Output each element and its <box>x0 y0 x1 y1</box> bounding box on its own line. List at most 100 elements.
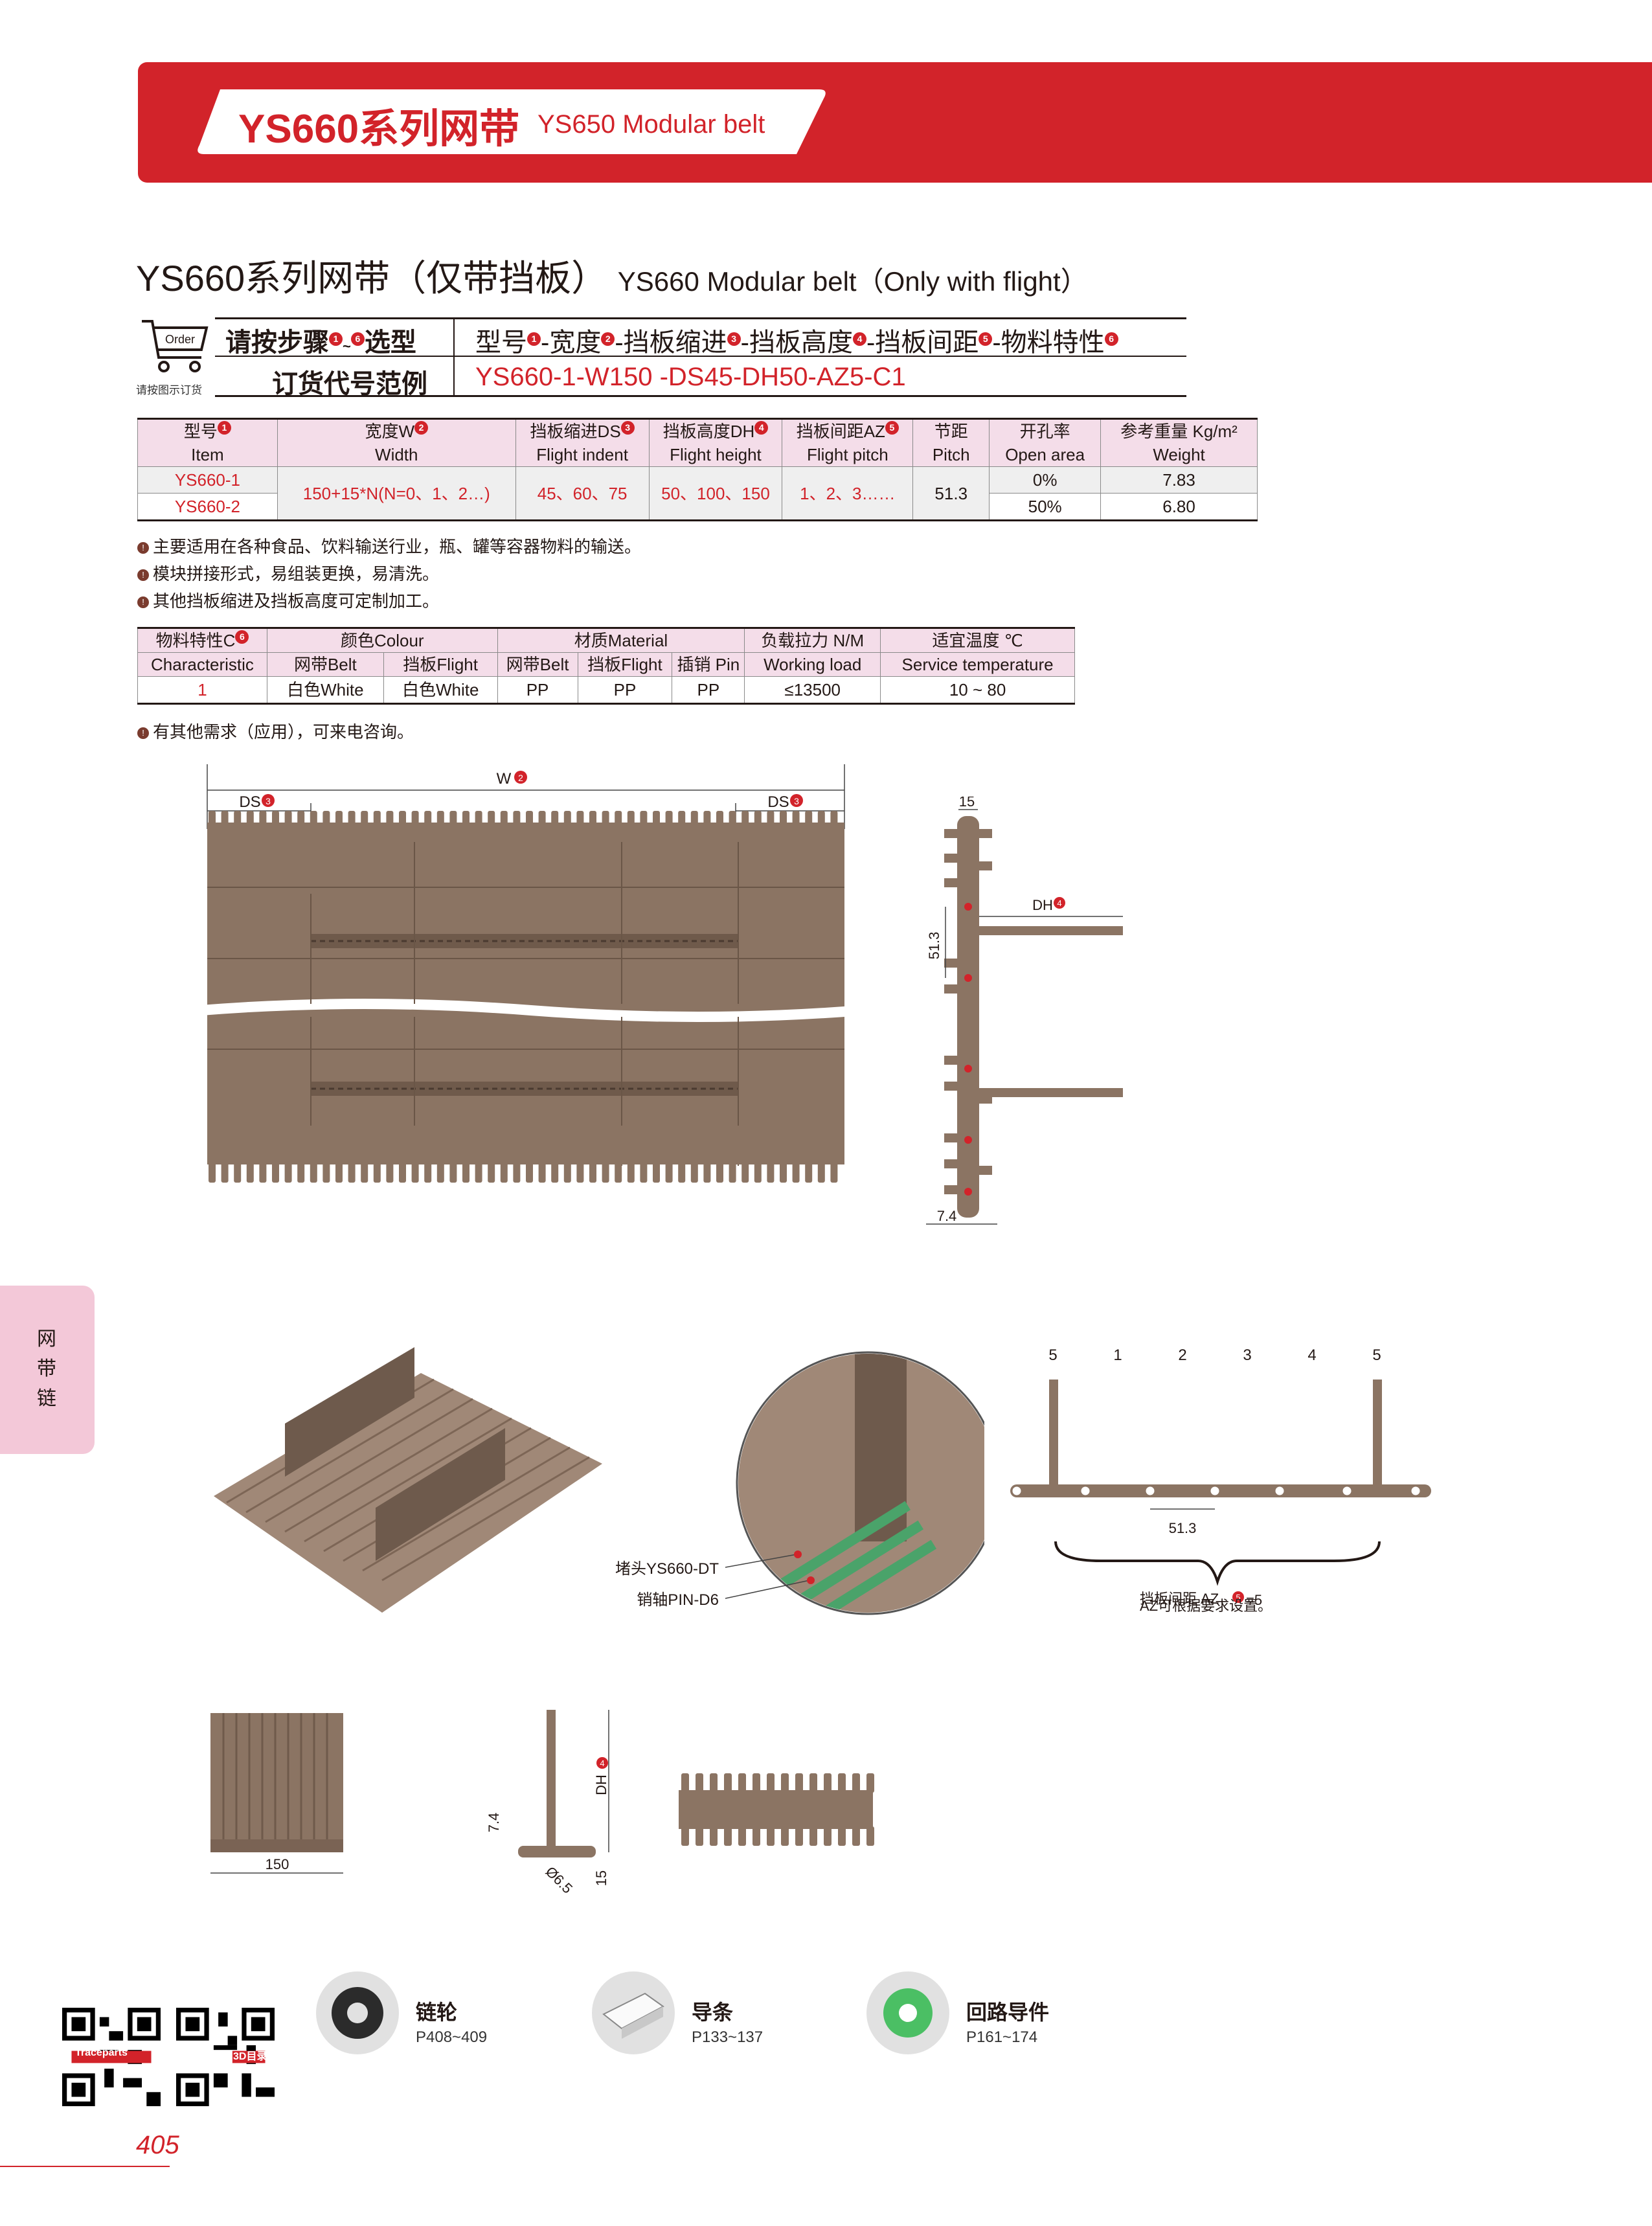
pitch-num: 4 <box>1307 1346 1316 1364</box>
pitch-num: 1 <box>1113 1346 1122 1364</box>
dim-w-label: W <box>497 770 512 788</box>
cell-item: YS660-2 <box>137 493 278 521</box>
cell-weight: 7.83 <box>1100 466 1258 494</box>
dim-dh: DH <box>593 1775 609 1795</box>
pitch-num: 5 <box>1048 1346 1057 1364</box>
order-divider <box>453 317 455 395</box>
section-title: YS660系列网带（仅带挡板） YS660 Modular belt（Only … <box>136 249 1088 302</box>
return-roller-icon[interactable] <box>864 1969 952 2057</box>
wear-strip-icon[interactable] <box>589 1969 677 2057</box>
col-colour-flight: 挡板Flight <box>383 652 498 677</box>
note-item: !有其他需求（应用），可来电咨询。 <box>137 719 414 743</box>
chapter-tab[interactable] <box>0 1286 95 1454</box>
link-return-guide-pages[interactable]: P161~174 <box>966 2028 1038 2046</box>
page-number-rule <box>0 2166 170 2167</box>
cell-flight-height: 50、100、150 <box>648 466 783 521</box>
order-example-label: 订货代号范例 <box>272 370 427 398</box>
cell-weight: 6.80 <box>1100 493 1258 521</box>
pitch-num: 3 <box>1243 1346 1251 1364</box>
col-load-en: Working load <box>744 652 881 677</box>
flight-pitch-diagram: 5 1 2 3 4 5 51.3 挡板间距 AZ 5 =5 <box>1010 1346 1431 1608</box>
cell-item: YS660-1 <box>137 466 278 494</box>
order-row-example <box>215 359 1186 397</box>
belt-side-view-drawing: 15 DH 4 51.3 7.4 <box>926 797 1123 1225</box>
svg-text:4: 4 <box>1057 898 1061 908</box>
qr-code-traceparts[interactable] <box>62 2008 161 2106</box>
svg-text:4: 4 <box>600 1758 604 1768</box>
az-value: =5 <box>1246 1592 1262 1608</box>
qr-label-traceparts: Traceparts <box>75 2047 128 2058</box>
dim-6-5: Ø6.5 <box>543 1863 576 1896</box>
table-row: YS660-2 50% 6.80 <box>137 493 1258 521</box>
page-subtitle: YS650 Modular belt <box>537 110 765 139</box>
order-caption: 请按图示订货 <box>136 384 202 396</box>
cell-mat-flight: PP <box>577 676 673 704</box>
dim-15: 15 <box>959 797 975 810</box>
qr-code-3d-catalog[interactable] <box>176 2008 275 2106</box>
note-item: !主要适用在各种食品、饮料输送行业，瓶、罐等容器物料的输送。 <box>137 534 641 558</box>
cell-flight-pitch: 1、2、3…… <box>782 466 914 521</box>
cart-icon-label: Order <box>165 333 195 346</box>
col-load-cn: 负载拉力 N/M <box>744 628 881 653</box>
flight-side-view: DH 4 7.4 15 Ø6.5 <box>486 1710 609 1896</box>
cart-icon: Order <box>142 320 209 372</box>
qr-label-3d: 3D目录 <box>233 2051 267 2062</box>
col-mat-pin: 插销 Pin <box>672 652 745 677</box>
cell-open-area: 50% <box>989 493 1102 521</box>
col-characteristic-en: Characteristic <box>137 652 267 677</box>
belt-isometric-view <box>214 1347 602 1613</box>
pitch-num: 5 <box>1372 1346 1381 1364</box>
sprocket-icon[interactable] <box>313 1969 402 2057</box>
link-return-guide-title[interactable]: 回路导件 <box>966 2001 1050 2024</box>
page-number: 405 <box>136 2131 179 2159</box>
link-sprocket-pages[interactable]: P408~409 <box>416 2028 488 2046</box>
note-item: !其他挡板缩进及挡板高度可定制加工。 <box>137 588 439 612</box>
cell-mat-belt: PP <box>497 676 578 704</box>
order-example: YS660-1-W150 -DS45-DH50-AZ5-C1 <box>475 363 906 391</box>
col-mat-flight: 挡板Flight <box>577 652 673 677</box>
dim-7-4: 7.4 <box>937 1208 957 1224</box>
note-item: !模块拼接形式，易组装更换，易清洗。 <box>137 561 439 585</box>
col-temp-cn: 适宜温度 ℃ <box>880 628 1075 653</box>
chapter-tab-label: 网带链 <box>37 1328 56 1409</box>
link-wear-strip-pages[interactable]: P133~137 <box>692 2028 764 2046</box>
svg-text:3: 3 <box>794 796 799 806</box>
dim-width-150: 150 <box>266 1856 289 1872</box>
label-end-cap: 堵头YS660-DT <box>615 1560 719 1578</box>
link-sprocket-title[interactable]: 链轮 <box>416 2001 458 2024</box>
cell-colour-belt: 白色White <box>266 676 384 704</box>
cell-load: ≤13500 <box>744 676 881 704</box>
cell-mat-pin: PP <box>672 676 745 704</box>
belt-top-view-drawing: W 2 DS 3 DS 3 <box>200 764 862 1183</box>
pitch-num: 2 <box>1178 1346 1186 1364</box>
cell-temp: 10 ~ 80 <box>880 676 1075 704</box>
cell-open-area: 0% <box>989 466 1102 494</box>
dim-ds-right-label: DS <box>767 793 789 811</box>
cell-colour-flight: 白色White <box>383 676 498 704</box>
col-colour-belt: 网带Belt <box>266 652 384 677</box>
cell-flight-indent: 45、60、75 <box>515 466 650 521</box>
svg-text:3: 3 <box>266 796 271 806</box>
section-title-cn: YS660系列网带（仅带挡板） <box>136 258 608 299</box>
pitch-dim: 51.3 <box>1169 1520 1197 1536</box>
detail-zoom-view: 堵头YS660-DT 销轴PIN-D6 <box>615 1351 984 1615</box>
dim-dh-label: DH <box>1032 897 1053 913</box>
col-temp-en: Service temperature <box>880 652 1075 677</box>
order-row-steps <box>215 317 1186 357</box>
cell-width: 150+15*N(N=0、1、2…) <box>277 466 516 521</box>
link-wear-strip-title[interactable]: 导条 <box>692 2001 734 2024</box>
page-title: YS660系列网带 <box>238 107 520 152</box>
col-material: 材质Material <box>497 628 745 653</box>
table-row: 1 白色White 白色White PP PP PP ≤13500 10 ~ 8… <box>137 676 1075 704</box>
dim-w-badge: 2 <box>518 773 523 783</box>
